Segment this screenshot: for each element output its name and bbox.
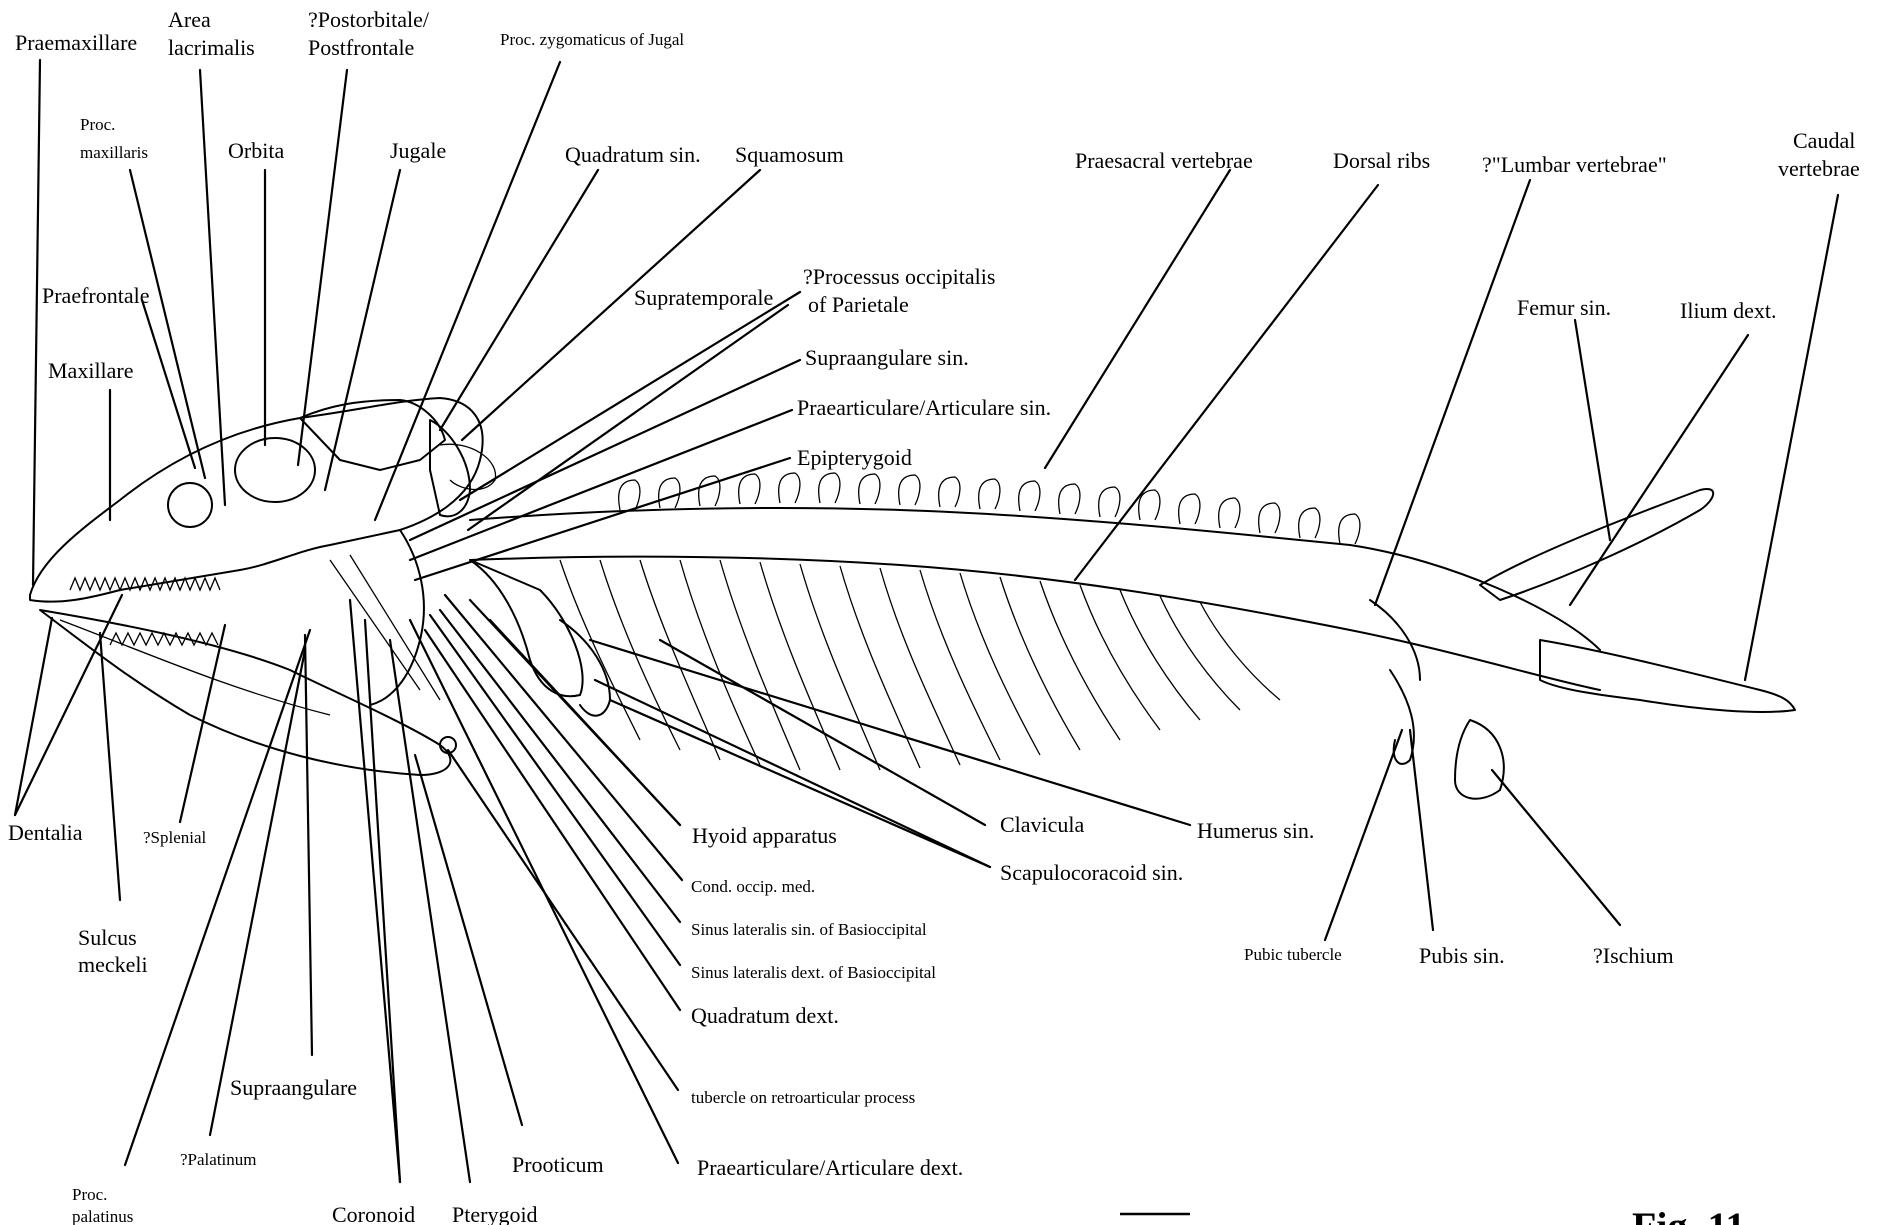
label-tubercle-retro: tubercle on retroarticular process	[691, 1088, 915, 1107]
spinal-column-upper	[470, 508, 1600, 650]
label-ilium: Ilium dext.	[1680, 298, 1777, 323]
label-proc-palatinus-2: palatinus	[72, 1207, 133, 1225]
orbit	[235, 438, 315, 502]
braincase	[370, 530, 424, 705]
label-praearticulare-dext: Praearticulare/Articulare dext.	[697, 1155, 963, 1180]
label-cond-occip: Cond. occip. med.	[691, 877, 815, 896]
leader-caudal	[1745, 195, 1838, 680]
label-squamosum: Squamosum	[735, 142, 844, 167]
leader-praesacral	[1045, 170, 1230, 468]
leader-proc-maxillaris	[130, 170, 205, 478]
leader-pubis	[1410, 730, 1433, 930]
label-praefrontale: Praefrontale	[42, 283, 150, 308]
label-caudal-1: Caudal	[1793, 128, 1855, 153]
label-sinus-dext: Sinus lateralis dext. of Basioccipital	[691, 963, 936, 982]
leader-dentalia-a	[15, 618, 52, 815]
leader-femur	[1575, 320, 1610, 540]
label-dentalia: Dentalia	[8, 820, 83, 845]
spinal-column-lower	[470, 557, 1600, 690]
label-proc-maxillaris-1: Proc.	[80, 115, 115, 134]
leader-prooticum	[415, 755, 522, 1125]
scapulocoracoid	[470, 560, 583, 696]
humerus	[560, 620, 610, 716]
label-proc-palatinus-1: Proc.	[72, 1185, 107, 1204]
label-proc-occipitalis-2: of Parietale	[808, 292, 909, 317]
leader-lumbar	[1375, 180, 1530, 605]
leader-ilium	[1570, 335, 1748, 605]
temporal-region	[300, 400, 445, 470]
leader-jugale	[325, 170, 400, 490]
label-prooticum: Prooticum	[512, 1152, 604, 1177]
label-quadratum-dext: Quadratum dext.	[691, 1003, 839, 1028]
label-pubic-tubercle: Pubic tubercle	[1244, 945, 1342, 964]
label-lumbar: ?"Lumbar vertebrae"	[1482, 152, 1667, 177]
leader-humerus	[590, 640, 1190, 825]
leader-palatinum	[210, 650, 305, 1135]
label-proc-zygomaticus: Proc. zygomaticus of Jugal	[500, 30, 684, 49]
leader-splenial	[180, 625, 225, 822]
lacrimal-opening	[168, 483, 212, 527]
ilium	[1480, 489, 1713, 600]
label-praemaxillare: Praemaxillare	[15, 30, 137, 55]
leader-coronoid-b	[365, 620, 400, 1182]
leader-supraangulare	[305, 635, 312, 1055]
label-humerus: Humerus sin.	[1197, 818, 1314, 843]
label-ischium: ?Ischium	[1593, 943, 1674, 968]
leader-praearticulare-sin	[410, 410, 792, 560]
label-supraangulare-sin: Supraangulare sin.	[805, 345, 969, 370]
tail	[1540, 640, 1795, 712]
label-femur: Femur sin.	[1517, 295, 1611, 320]
leader-proc-zygomaticus	[375, 62, 560, 520]
leader-ischium	[1492, 770, 1620, 925]
figure-number: Fig. 11	[1632, 1204, 1745, 1225]
leader-pterygoid	[390, 640, 470, 1182]
label-pubis: Pubis sin.	[1419, 943, 1505, 968]
leader-supraangulare-sin	[410, 360, 800, 540]
label-splenial: ?Splenial	[143, 828, 207, 847]
label-proc-occipitalis-1: ?Processus occipitalis	[803, 264, 995, 289]
label-epipterygoid: Epipterygoid	[797, 445, 912, 470]
quadrate	[430, 420, 470, 516]
leader-supratemporale	[468, 305, 788, 530]
label-clavicula: Clavicula	[1000, 812, 1085, 837]
leader-area-lacrimalis	[200, 70, 225, 505]
label-pterygoid: Pterygoid	[452, 1202, 538, 1225]
label-orbita: Orbita	[228, 138, 284, 163]
label-sinus-sin: Sinus lateralis sin. of Basioccipital	[691, 920, 927, 939]
leader-dorsal-ribs	[1075, 185, 1378, 580]
label-praesacral: Praesacral vertebrae	[1075, 148, 1253, 173]
label-supraangulare: Supraangulare	[230, 1075, 357, 1100]
label-area-lacrimalis-2: lacrimalis	[168, 35, 255, 60]
leader-lines	[15, 60, 1838, 1182]
skull-outline	[30, 398, 483, 602]
label-area-lacrimalis-1: Area	[168, 7, 211, 32]
label-praearticulare-sin: Praearticulare/Articulare sin.	[797, 395, 1051, 420]
label-postorbitale-2: Postfrontale	[308, 35, 414, 60]
label-palatinum: ?Palatinum	[180, 1150, 256, 1169]
label-scapulocoracoid: Scapulocoracoid sin.	[1000, 860, 1183, 885]
label-proc-maxillaris-2: maxillaris	[80, 143, 148, 162]
ischium	[1455, 720, 1504, 799]
label-supratemporale: Supratemporale	[634, 285, 773, 310]
label-quadratum-sin: Quadratum sin.	[565, 142, 701, 167]
upper-teeth	[70, 578, 220, 590]
leader-hyoid-b	[470, 600, 680, 825]
leader-praemaxillare	[33, 60, 40, 585]
leader-pubic-tubercle	[1325, 730, 1402, 940]
label-dorsal-ribs: Dorsal ribs	[1333, 148, 1430, 173]
label-hyoid: Hyoid apparatus	[692, 823, 837, 848]
label-sulcus-2: meckeli	[78, 952, 148, 977]
label-caudal-2: vertebrae	[1778, 156, 1860, 181]
leader-coronoid-a	[350, 600, 400, 1182]
label-postorbitale-1: ?Postorbitale/	[308, 7, 430, 32]
label-sulcus-1: Sulcus	[78, 925, 137, 950]
label-maxillare: Maxillare	[48, 358, 134, 383]
labels: Praemaxillare Area lacrimalis ?Postorbit…	[8, 7, 1860, 1225]
label-coronoid: Coronoid	[332, 1202, 415, 1225]
leader-sulcus	[100, 633, 120, 900]
label-jugale: Jugale	[390, 138, 446, 163]
